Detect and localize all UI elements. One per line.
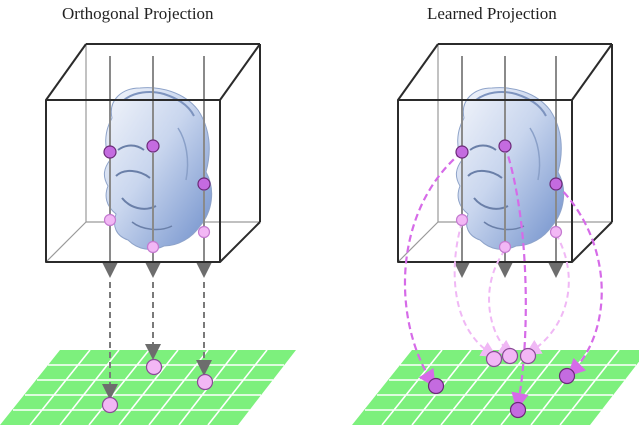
left-bust-head <box>103 86 213 251</box>
right-learned-arrows <box>403 145 603 411</box>
orthogonal-panel <box>0 43 297 426</box>
right-bust-head <box>455 86 565 251</box>
right-sample-points <box>455 139 563 254</box>
left-projection-arrows <box>102 282 212 400</box>
learned-panel <box>351 43 639 426</box>
learned-projection-title: Learned Projection <box>427 4 557 23</box>
left-grid-plane <box>0 349 297 426</box>
left-sample-points <box>103 139 211 254</box>
right-projected-points <box>427 347 576 419</box>
right-learned-arrows-faint <box>453 221 570 358</box>
left-projected-points <box>101 358 214 414</box>
orthogonal-projection-title: Orthogonal Projection <box>62 4 214 23</box>
